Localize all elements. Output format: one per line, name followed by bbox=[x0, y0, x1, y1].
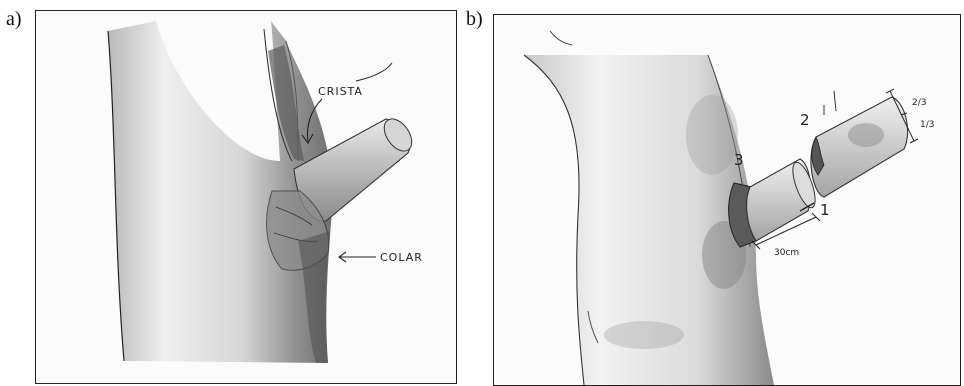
lower-fraction-label: 1/3 bbox=[920, 120, 934, 130]
panel-a-drawing: CRISTA COLAR bbox=[36, 11, 456, 383]
distance-label: 30cm bbox=[774, 248, 799, 258]
cut-2-label: 2 bbox=[800, 111, 810, 129]
panel-a-illustration: CRISTA COLAR bbox=[35, 10, 457, 384]
upper-fraction-label: 2/3 bbox=[912, 98, 926, 108]
cut-1-label: 1 bbox=[820, 201, 830, 219]
panel-b-drawing: 2/3 1/3 2 3 1 30cm bbox=[494, 15, 960, 385]
crest-label: CRISTA bbox=[318, 85, 363, 98]
panel-a-letter: a) bbox=[6, 8, 22, 31]
cut-3-label: 3 bbox=[734, 151, 744, 169]
collar-label: COLAR bbox=[380, 251, 423, 264]
panel-b-illustration: 2/3 1/3 2 3 1 30cm bbox=[493, 14, 961, 386]
outer-branch bbox=[811, 97, 908, 197]
panel-b-letter: b) bbox=[466, 8, 483, 31]
